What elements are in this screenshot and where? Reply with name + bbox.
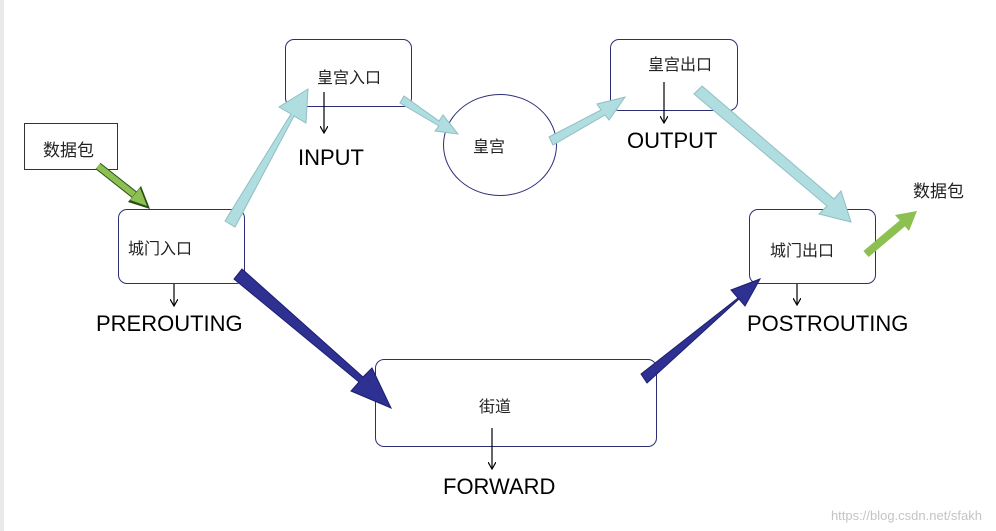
packet-out-arrow [863,211,917,258]
packet-in-arrow [95,162,150,209]
to-street-arrow [233,268,393,409]
chain-forward: FORWARD [443,474,556,499]
street-label: 街道 [479,397,512,416]
chain-postrouting: POSTROUTING [747,311,909,336]
left-edge-rule [0,0,4,531]
to-palace-exit-arrow [548,96,627,146]
palace-node: 皇宫 [443,94,557,196]
chain-input: INPUT [298,145,364,170]
packet-in-box: 数据包 [24,123,118,170]
street-node: 街道 [375,359,657,447]
palace-label: 皇宫 [473,137,506,156]
palace-exit-label: 皇宫出口 [648,55,713,74]
packet-out-label: 数据包 [913,182,964,202]
chain-output: OUTPUT [627,128,718,153]
to-city-gate-out-arrow [693,85,852,223]
chain-prerouting: PREROUTING [96,311,243,336]
packet-in-label: 数据包 [43,141,94,161]
city-gate-out-node: 城门出口 [749,209,876,284]
city-gate-out-label: 城门出口 [770,241,835,260]
city-gate-in-label: 城门入口 [128,239,193,258]
city-gate-in-node: 城门入口 [118,209,245,284]
to-palace-arrow [399,95,460,135]
palace-entrance-label: 皇宫入口 [317,68,382,87]
watermark: https://blog.csdn.net/sfakh [830,508,982,523]
to-palace-entrance-arrow [224,88,309,228]
from-street-arrow [640,278,762,384]
